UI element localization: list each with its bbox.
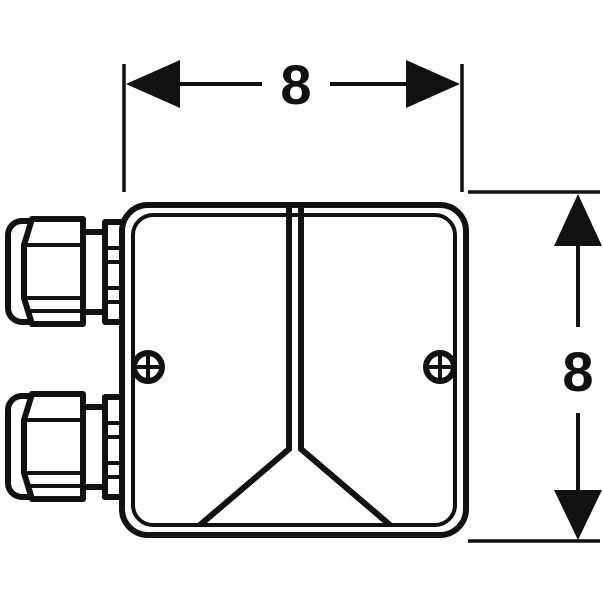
gland-upper-hex-nut: [21, 216, 86, 327]
lid-relief-detail: [198, 207, 392, 528]
gland-upper-collar: [80, 229, 108, 315]
lid-groove-right: [298, 207, 392, 528]
height-dim-label: 8: [562, 340, 593, 403]
screw-right: [423, 350, 457, 384]
junction-box-body: [119, 202, 469, 538]
width-dim-arrow-right: [406, 60, 460, 108]
cable-gland-lower: [5, 391, 126, 502]
gland-lower-hex-nut: [21, 391, 86, 502]
height-dim-arrow-top: [554, 194, 602, 246]
width-dimension: 8: [126, 53, 460, 116]
height-dimension: 8: [554, 194, 602, 540]
height-dim-arrow-bottom: [554, 490, 602, 540]
width-dim-arrow-left: [126, 60, 180, 108]
screw-left: [131, 350, 165, 384]
lid-groove-left: [198, 207, 292, 528]
width-dim-label: 8: [280, 53, 311, 116]
extension-lines: [122, 64, 600, 543]
gland-lower-collar: [80, 404, 108, 490]
cable-gland-upper: [5, 216, 126, 327]
box-outer-outline: [119, 202, 469, 538]
